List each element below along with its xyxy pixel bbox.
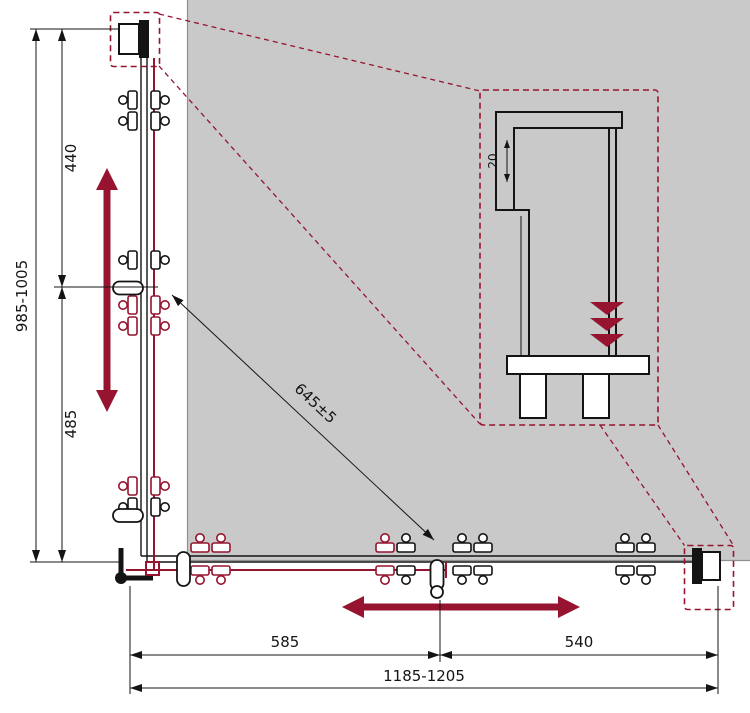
callout-line [599,424,686,546]
wall-profile-section [495,111,623,211]
wall-profile-body [701,551,721,581]
door-handles [112,280,445,599]
callout-line [158,65,481,425]
dim-label-width-fixed: 540 [565,633,594,651]
rail-foot [582,373,610,419]
corner-door-guide [145,561,160,576]
dim-label-detail-gap: 20 [486,153,500,168]
arrow-head-right [558,596,580,618]
callout-line [158,13,481,92]
bottom-rail-section [506,355,650,375]
wall-profile-body [118,23,140,55]
arrow-head-down [96,390,118,412]
adjust-chevron-icon [590,334,624,347]
detail-callout-box-bottom [683,544,735,611]
arrow-head-left [342,596,364,618]
dim-label-width-door: 585 [271,633,300,651]
callout-line [657,424,735,546]
corner-bracket [115,548,160,584]
detail-view-frame [479,89,659,426]
arrow-head-up [96,168,118,190]
corner-foot [115,572,127,584]
dim-label-width-total: 1185-1205 [383,667,465,685]
dim-label-height-upper: 440 [62,144,80,173]
detail-connectors [158,13,735,546]
arrow-shaft [103,190,111,390]
detail-callout-box-top [109,11,161,68]
left-lower-handle [112,508,144,523]
room-area [187,0,750,561]
rail-foot [519,373,547,419]
detail-view: 20 [479,89,659,426]
wall-profile-bar [139,20,149,58]
arrow-shaft [364,603,558,611]
wall-profile-bar [692,548,702,584]
wall-profile-bottom-right [683,544,735,611]
bottom-door-knob [430,585,444,599]
dim-line-diagonal [171,294,435,541]
slide-arrow-horizontal-icon [342,596,580,618]
adjust-chevron-icon [590,318,624,331]
glass-panels [140,58,702,563]
wall-profile-top-left [109,11,161,68]
bottom-left-handle [176,551,191,587]
left-door-handle [112,280,144,296]
dim-label-height-total: 985-1005 [13,260,31,332]
slide-arrow-vertical-icon [96,168,118,412]
dim-label-height-lower: 485 [62,410,80,439]
adjust-chevron-icon [590,302,624,315]
dimension-left: 985-1005 440 485 [13,28,158,563]
dimension-bottom: 585 540 1185-1205 [129,586,719,694]
door-profile-section [514,209,530,368]
